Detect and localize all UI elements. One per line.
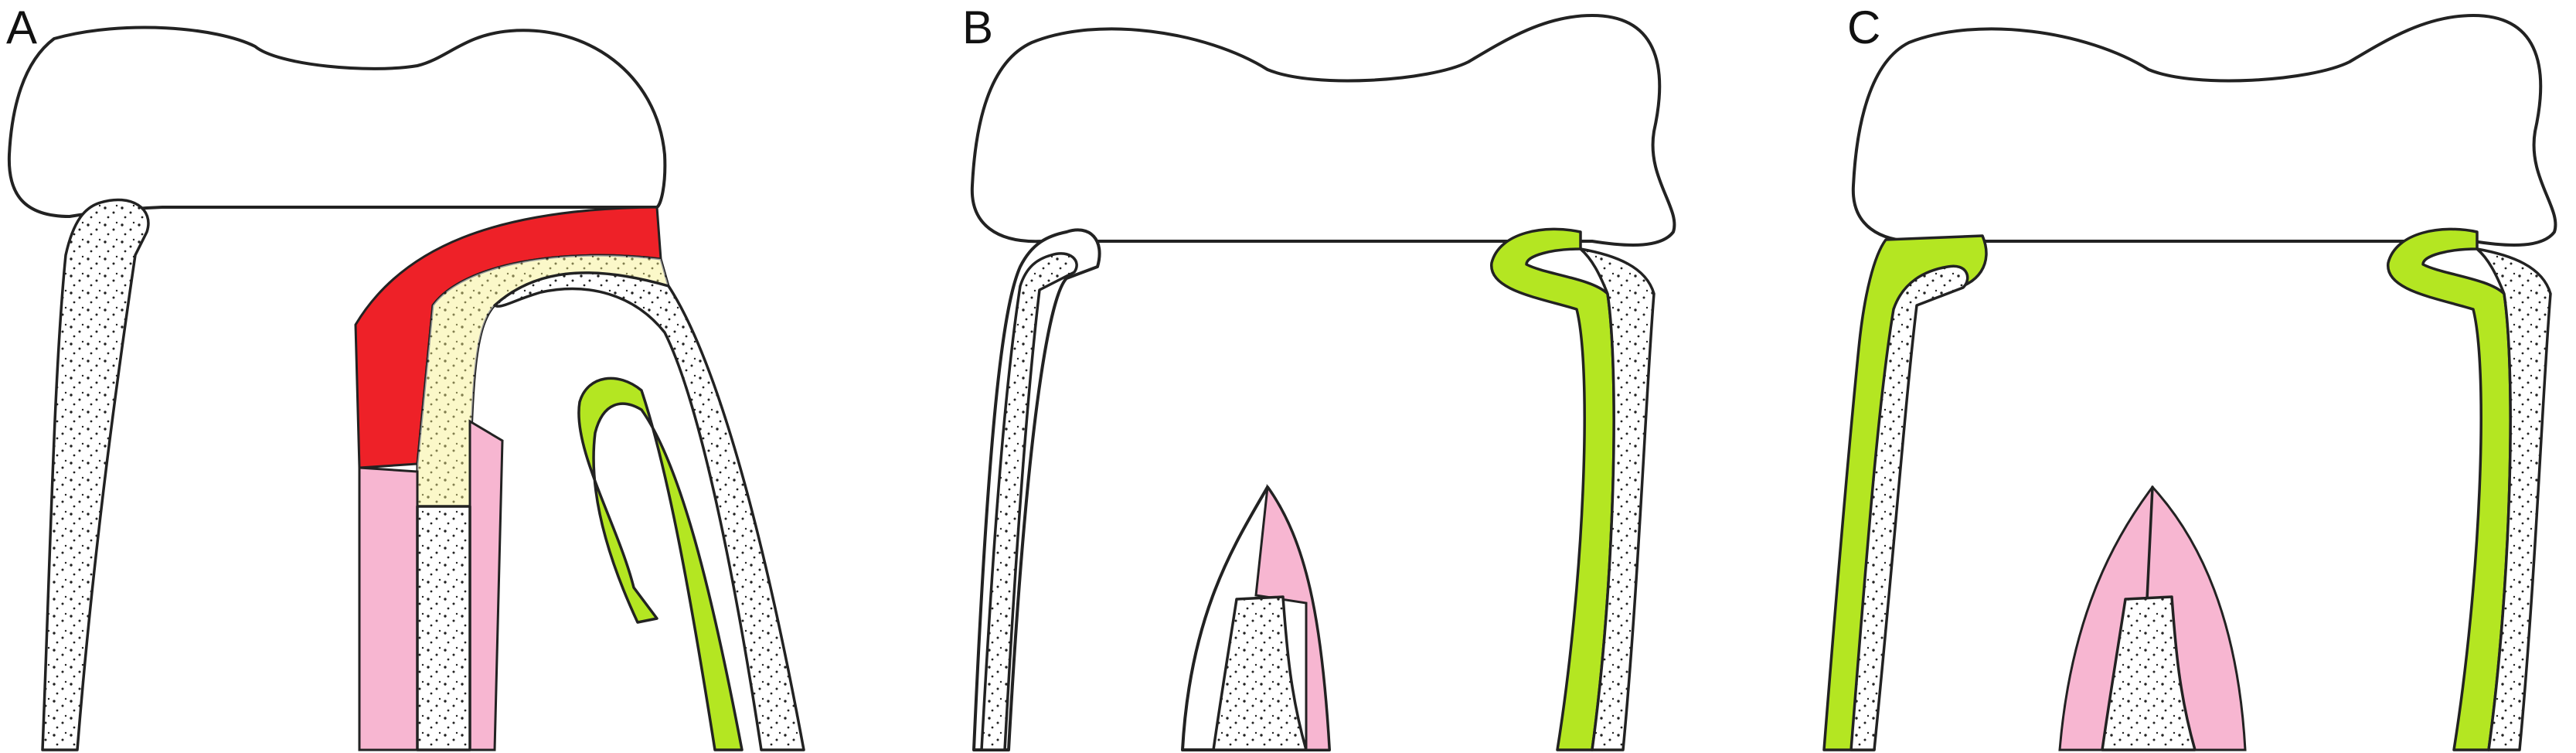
panel-b-right-green [1490, 227, 1615, 751]
panel-c-center-bone [2101, 595, 2197, 751]
panel-b-center-bone [1212, 595, 1308, 751]
panel-a-central-bone [416, 505, 471, 751]
panel-a-head-outline [7, 26, 667, 218]
panel-b-head-outline [970, 14, 1676, 247]
panel-c-right-green [2387, 227, 2512, 751]
panel-a-red-region [354, 206, 662, 469]
panel-b-right-bone [1579, 247, 1656, 751]
panel-b: B [962, 2, 1676, 751]
panel-c-right-bone [2476, 247, 2552, 751]
panel-a-pink-region [358, 466, 419, 751]
panel-b-center-pink [1254, 483, 1331, 751]
panel-a-left-bone [41, 198, 150, 751]
panel-a-green-region [577, 376, 744, 751]
panel-a-yellow-stipple [417, 255, 669, 506]
panel-a-pink-inner [468, 419, 504, 751]
panel-c: C [1822, 2, 2557, 751]
panel-label-a: A [6, 2, 37, 53]
panel-c-left-bone [1849, 264, 1969, 751]
panel-label-b: B [962, 2, 993, 53]
panel-a: A [6, 2, 805, 751]
panel-a-right-bone [493, 271, 805, 751]
panel-c-center-midline [2146, 486, 2154, 601]
panel-c-head-outline [1851, 14, 2557, 247]
panel-label-c: C [1847, 2, 1880, 53]
panel-b-left-bone [980, 252, 1078, 751]
